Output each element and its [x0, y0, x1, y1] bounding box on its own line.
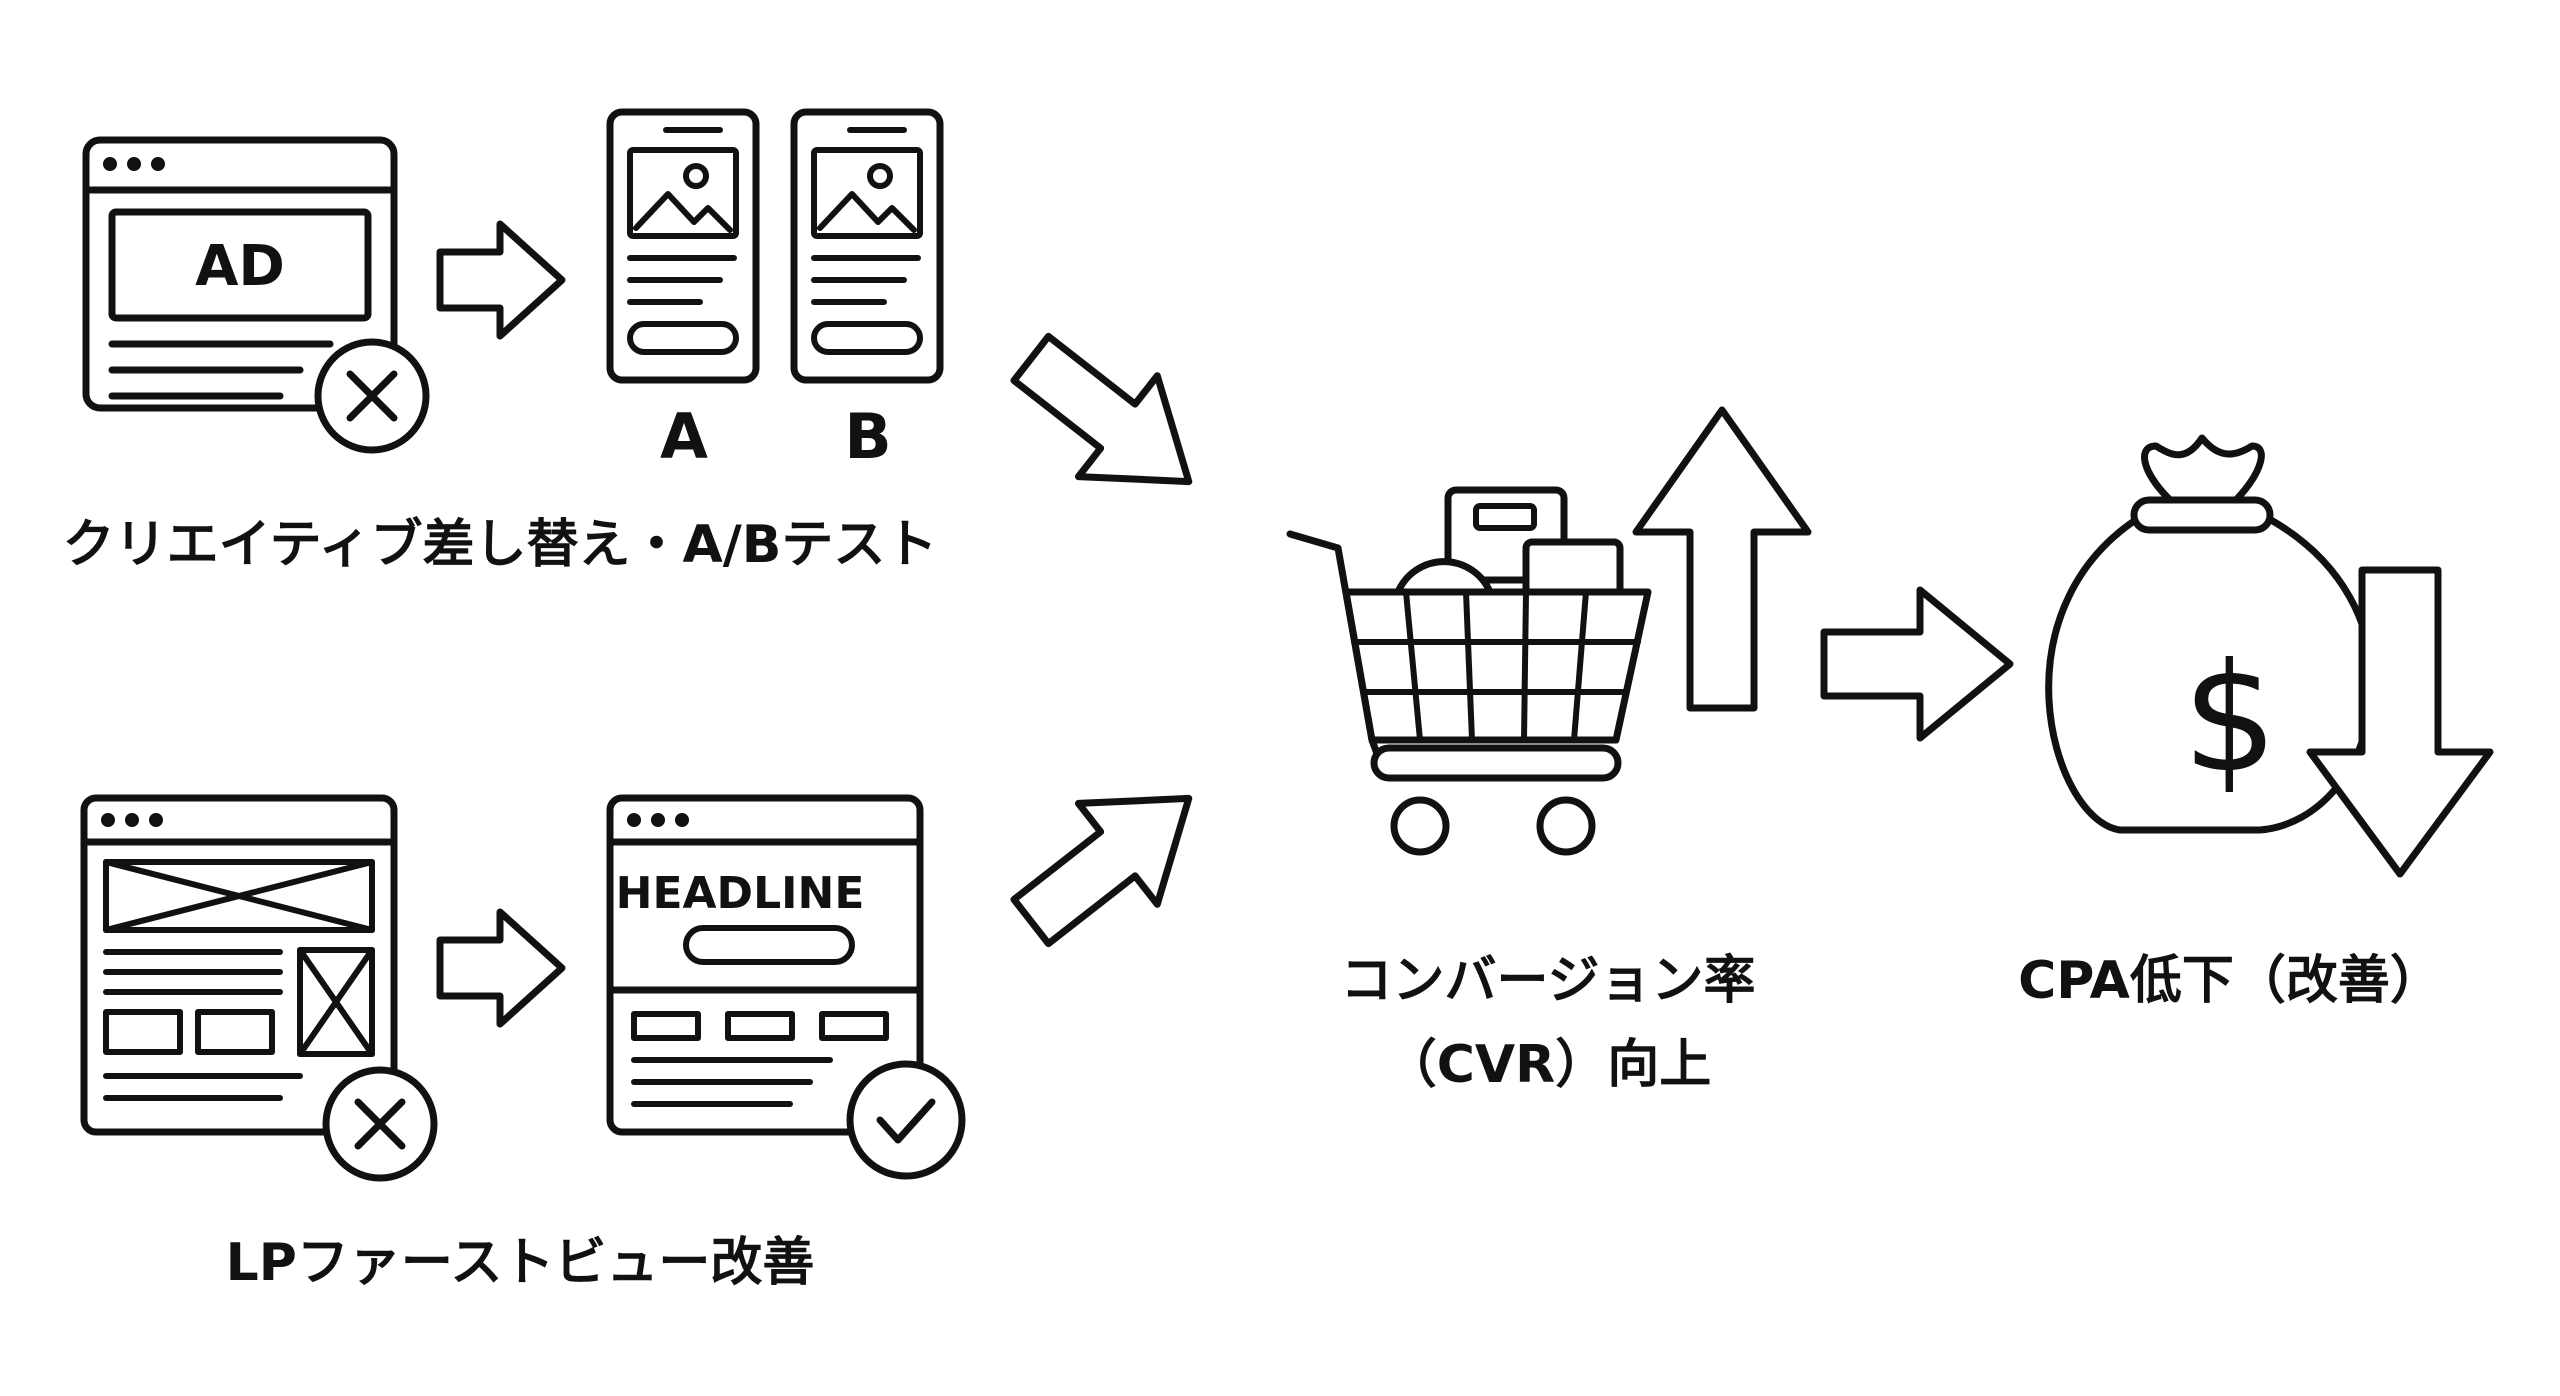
wireframe-page-icon: [80, 794, 398, 1136]
arrow-right-icon: [436, 220, 566, 340]
mobile-mockup-icon: [606, 108, 760, 384]
money-bag-icon: $: [2045, 434, 2376, 834]
creative-ab-test-caption: クリエイティブ差し替え・A/Bテスト: [63, 515, 938, 575]
arrow-right-icon: [1820, 586, 2014, 742]
arrow-up-icon: [1632, 406, 1812, 712]
arrow-right-icon: [1010, 332, 1193, 486]
variant-a-label: A: [660, 400, 708, 473]
landing-page-icon: HEADLINE: [606, 794, 924, 1136]
ad-label: AD: [195, 234, 285, 299]
dollar-sign: $: [2182, 632, 2277, 806]
mobile-mockup-icon: [790, 108, 944, 384]
cpa-caption: CPA低下（改善）: [2018, 951, 2442, 1011]
headline-label: HEADLINE: [616, 868, 865, 919]
x-circle-icon: [314, 338, 430, 454]
cvr-caption-line2: （CVR）向上: [1385, 1035, 1711, 1095]
check-circle-icon: [846, 1060, 966, 1180]
browser-ad-window-icon: AD: [82, 136, 398, 412]
lp-first-view-caption: LPファーストビュー改善: [226, 1233, 815, 1293]
arrow-down-icon: [2306, 566, 2494, 878]
variant-b-label: B: [844, 400, 891, 473]
arrow-right-icon: [436, 908, 566, 1028]
arrow-right-icon: [1010, 794, 1193, 948]
cvr-caption-line1: コンバージョン率: [1341, 951, 1756, 1011]
x-circle-icon: [322, 1066, 438, 1182]
shopping-cart-icon: [1286, 486, 1652, 856]
